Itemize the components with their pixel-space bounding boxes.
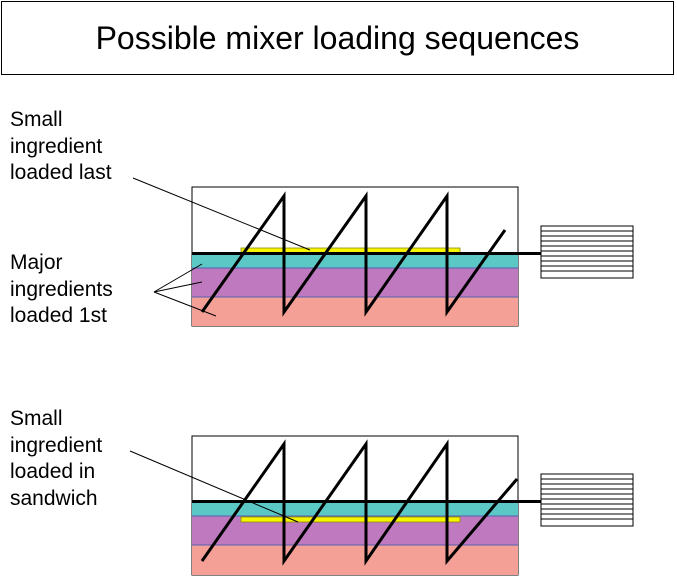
mixer-top-layer-bottom	[192, 297, 518, 326]
label-small-ingredient-sandwich: Small ingredient loaded in sandwich	[10, 406, 102, 512]
diagram-title: Possible mixer loading sequences	[95, 20, 580, 56]
label-line: loaded in	[10, 460, 96, 483]
motor-fins	[541, 230, 633, 272]
label-major-ingredients: Major ingredients loaded 1st	[10, 250, 113, 330]
title-box: Possible mixer loading sequences	[1, 1, 674, 75]
label-line: Small	[10, 407, 63, 430]
mixer-top-layer-top	[192, 254, 518, 268]
mixer-top	[132, 177, 634, 327]
callout-major-to-bottom-layer	[153, 291, 217, 317]
mixer-top-motor	[540, 225, 634, 279]
label-line: ingredient	[10, 134, 103, 158]
mixer-bottom-motor	[540, 473, 634, 527]
mixer-bottom-layer-top	[192, 502, 518, 516]
motor-housing	[540, 225, 634, 279]
motor-fins	[541, 478, 633, 520]
mixer-bottom-layer-bottom	[192, 545, 518, 575]
label-line: loaded 1st	[10, 304, 107, 327]
mixer-top-layer-middle	[192, 268, 518, 297]
label-small-ingredient-last: Small ingredient loaded last	[10, 107, 112, 187]
label-line: Small	[10, 108, 63, 131]
callout-major-to-top-layer	[153, 263, 203, 293]
mixer-bottom-agitator	[200, 439, 519, 566]
label-line: ingredient	[10, 433, 103, 457]
callout-small-ingredient-last	[132, 177, 311, 251]
callout-small-ingredient-sandwich	[129, 450, 299, 523]
callout-major-to-middle-layer	[153, 281, 203, 293]
label-line: sandwich	[10, 486, 98, 510]
label-line: Major	[10, 251, 63, 274]
mixer-bottom	[129, 435, 634, 576]
label-line: ingredients	[10, 277, 113, 301]
label-line: loaded last	[10, 161, 112, 184]
mixer-bottom-small-ingredient	[240, 516, 461, 523]
motor-housing	[540, 473, 634, 527]
mixer-top-agitator	[200, 191, 507, 317]
